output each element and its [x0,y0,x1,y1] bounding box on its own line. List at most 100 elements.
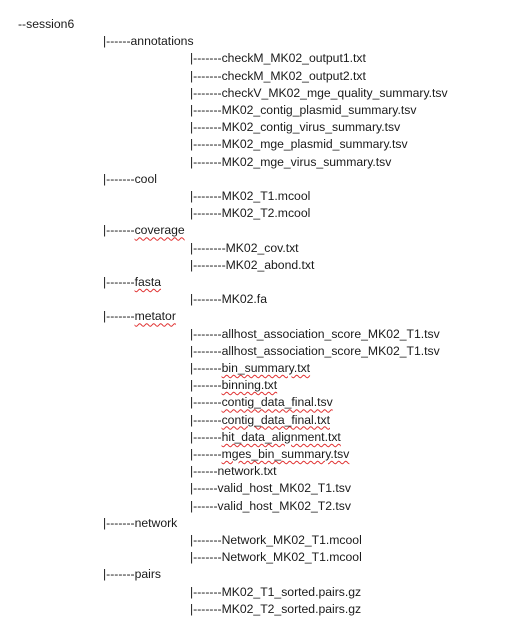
file-entry: |-------MK02_T2.mcool [190,205,310,222]
folder-entry: |-------fasta [103,274,161,291]
file-name: valid_host_MK02_T2.tsv [217,498,351,513]
file-name: checkM_MK02_output2.txt [221,68,366,83]
folder-entry: |-------pairs [103,566,161,583]
tree-branch-connector: |------- [190,103,222,117]
file-name: Network_MK02_T1.mcool [221,533,362,547]
tree-branch-connector: |------- [103,515,135,530]
file-entry: |-------binning.txt [190,377,277,394]
folder-name: metator [134,309,176,324]
file-entry: |-------mges_bin_summary.tsv [190,446,349,463]
tree-branch-connector: |------- [103,171,135,186]
file-name: hit_data_alignment.txt [221,429,341,444]
file-entry: |-------Network_MK02_T1.mcool [190,549,362,566]
file-name: allhost_association_score_MK02_T1.tsv [221,326,440,341]
tree-branch-connector: |------- [190,206,222,221]
file-entry: |-------checkM_MK02_output2.txt [190,68,366,85]
tree-branch-connector: |------- [190,378,222,393]
tree-branch-connector: |------- [190,189,222,203]
file-name: contig_data_final.txt [221,412,330,427]
file-entry: |-------contig_data_final.txt [190,412,330,429]
file-entry: |-------MK02_T2_sorted.pairs.gz [190,601,361,618]
file-name: MK02_T1.mcool [221,189,311,203]
tree-branch-connector: |------- [103,223,135,238]
root-folder-label: --session6 [18,17,75,31]
tree-branch-connector: |------- [190,85,222,100]
file-entry: |-------allhost_association_score_MK02_T… [190,343,440,360]
tree-branch-connector: |------- [190,326,222,341]
file-name: MK02_T2.mcool [221,206,311,221]
folder-entry: |-------cool [103,171,157,188]
tree-branch-connector: |------- [190,51,222,66]
tree-branch-connector: |------- [190,68,222,83]
folder-name: fasta [134,275,162,289]
file-entry: |-------checkV_MK02_mge_quality_summary.… [190,85,448,102]
file-name: MK02_cov.txt [225,240,299,255]
file-name: allhost_association_score_MK02_T1.tsv [221,343,440,358]
file-name: MK02_contig_virus_summary.tsv [221,120,401,135]
folder-entry: |------annotations [103,33,194,50]
file-entry: |-------contig_data_final.tsv [190,394,333,411]
file-name: MK02_abond.txt [225,257,315,272]
tree-branch-connector: |------- [190,361,222,375]
file-name: contig_data_final.tsv [221,395,333,410]
file-name: MK02_contig_plasmid_summary.tsv [221,103,417,117]
file-name: bin_summary.txt [221,361,311,375]
tree-branch-connector: |------- [190,137,222,152]
tree-branch-connector: |------ [190,498,218,513]
file-entry: |-------bin_summary.txt [190,360,310,377]
file-entry: |--------MK02_abond.txt [190,257,314,274]
file-name: MK02.fa [221,292,267,307]
file-name: MK02_mge_plasmid_summary.tsv [221,137,408,152]
file-entry: |-------allhost_association_score_MK02_T… [190,326,440,343]
file-name: checkV_MK02_mge_quality_summary.tsv [221,85,448,100]
file-entry: |-------MK02_mge_plasmid_summary.tsv [190,136,408,153]
tree-branch-connector: |------- [190,395,222,410]
file-name: valid_host_MK02_T1.tsv [217,481,351,496]
tree-branch-connector: |------- [190,154,222,169]
folder-name: network [134,515,178,530]
file-entry: |--------MK02_cov.txt [190,240,299,257]
tree-branch-connector: |------- [190,447,222,461]
tree-branch-connector: |-------- [190,257,226,272]
file-entry: |-------MK02.fa [190,291,267,308]
tree-branch-connector: |------- [103,275,135,289]
file-name: MK02_T2_sorted.pairs.gz [221,601,362,616]
tree-branch-connector: |------ [190,464,218,479]
tree-branch-connector: |------- [190,533,222,547]
tree-branch-connector: |------ [103,34,131,49]
tree-branch-connector: |------ [190,481,218,496]
tree-branch-connector: |-------- [190,240,226,255]
tree-branch-connector: |------- [190,343,222,358]
folder-entry: |-------metator [103,308,176,325]
file-entry: |------valid_host_MK02_T2.tsv [190,498,351,515]
file-entry: |-------checkM_MK02_output1.txt [190,50,366,67]
tree-branch-connector: |------- [190,292,222,307]
folder-name: pairs [134,567,161,582]
file-name: MK02_mge_virus_summary.tsv [221,154,392,169]
file-name: MK02_T1_sorted.pairs.gz [221,584,362,599]
file-entry: |------network.txt [190,463,276,480]
file-entry: |-------MK02_mge_virus_summary.tsv [190,154,391,171]
file-name: Network_MK02_T1.mcool [221,550,362,565]
folder-name: annotations [130,34,194,49]
folder-name: coverage [134,223,185,238]
file-name: checkM_MK02_output1.txt [221,51,366,66]
file-entry: |-------MK02_contig_virus_summary.tsv [190,119,400,136]
file-entry: |-------MK02_contig_plasmid_summary.tsv [190,102,416,119]
tree-branch-connector: |------- [190,429,222,444]
folder-name: cool [134,171,157,186]
folder-entry: |-------network [103,515,177,532]
tree-branch-connector: |------- [103,567,135,582]
file-name: network.txt [217,464,277,479]
tree-branch-connector: |------- [190,550,222,565]
tree-branch-connector: |------- [190,412,222,427]
folder-entry: |-------coverage [103,222,185,239]
tree-branch-connector: |------- [190,120,222,135]
tree-branch-connector: |------- [190,601,222,616]
file-name: binning.txt [221,378,278,393]
file-entry: |-------MK02_T1_sorted.pairs.gz [190,584,361,601]
file-entry: |------valid_host_MK02_T1.tsv [190,480,351,497]
file-entry: |-------hit_data_alignment.txt [190,429,341,446]
file-name: mges_bin_summary.tsv [221,447,350,461]
